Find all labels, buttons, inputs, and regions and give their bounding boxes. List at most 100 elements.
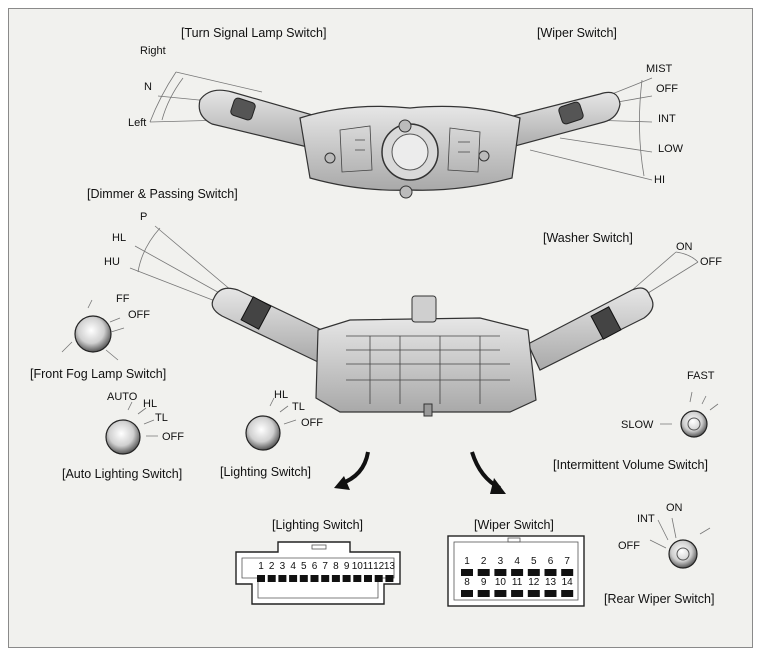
lighting-knob [245, 397, 297, 451]
dimmer-passing-switch-title: [Dimmer & Passing Switch] [87, 187, 238, 201]
rear-wiper-knob [649, 517, 711, 569]
pin-terminal [257, 575, 265, 582]
pin-number: 13 [383, 561, 395, 572]
turn-right-label: Right [140, 45, 166, 57]
pin-number: 11 [511, 577, 523, 588]
auto-lighting-hl-label: HL [143, 398, 158, 410]
auto-lighting-off-label: OFF [162, 431, 184, 443]
lighting-connector-title: [Lighting Switch] [272, 518, 364, 532]
front-fog-off-label: OFF [128, 309, 150, 321]
pin-number: 4 [514, 556, 520, 567]
front-fog-knob [61, 299, 125, 361]
pin-terminal [561, 569, 574, 576]
pin-number: 2 [480, 556, 487, 567]
rear-wiper-off-label: OFF [618, 540, 640, 552]
pin-terminal [299, 575, 308, 582]
pin-number: 14 [561, 577, 573, 588]
intermittent-volume-switch-title: [Intermittent Volume Switch] [553, 458, 708, 472]
pin-number: 8 [464, 577, 470, 588]
pin-terminal [353, 575, 362, 582]
pin-number: 6 [547, 556, 554, 567]
pin-number: 8 [333, 561, 339, 572]
front-fog-lamp-switch-title: [Front Fog Lamp Switch] [30, 367, 167, 381]
dimmer-hl-label: HL [112, 232, 127, 244]
wiper-switch-title: [Wiper Switch] [537, 26, 617, 40]
pin-terminal [544, 590, 557, 597]
pin-terminal [527, 569, 540, 576]
pin-terminal [278, 575, 287, 582]
pin-terminal [289, 575, 298, 582]
top-switch-assembly [149, 71, 653, 199]
pin-terminal [364, 575, 372, 582]
wiper-int-label: INT [658, 113, 676, 125]
rear-wiper-on-label: ON [666, 502, 683, 514]
wiper-connector-pin-blocks [461, 569, 574, 597]
pin-number: 12 [528, 577, 540, 588]
pin-terminal [461, 590, 473, 597]
front-fog-ff-label: FF [116, 293, 130, 305]
pin-number: 4 [290, 561, 296, 572]
intermittent-volume-knob [660, 391, 719, 438]
wiper-off-label: OFF [656, 83, 678, 95]
pin-terminal [461, 569, 473, 576]
turn-signal-switch-title: [Turn Signal Lamp Switch] [181, 26, 327, 40]
pin-number: 10 [351, 561, 363, 572]
middle-switch-assembly [129, 225, 699, 417]
pin-terminal [374, 575, 383, 582]
pin-terminal [321, 575, 330, 582]
pin-number: 10 [494, 577, 506, 588]
pin-number: 3 [497, 556, 504, 567]
auto-lighting-tl-label: TL [155, 412, 168, 424]
turn-neutral-label: N [144, 81, 152, 93]
wiper-guide-lines [529, 77, 653, 181]
curved-arrows [334, 451, 506, 494]
pin-terminal [477, 590, 490, 597]
pin-number: 1 [464, 556, 470, 567]
intermittent-fast-label: FAST [687, 370, 715, 382]
pin-number: 9 [343, 561, 350, 572]
pin-number: 12 [373, 561, 385, 572]
wiper-low-label: LOW [658, 143, 684, 155]
pin-number: 5 [301, 561, 307, 572]
washer-on-label: ON [676, 241, 693, 253]
lighting-off-label: OFF [301, 417, 323, 429]
pin-number: 7 [564, 556, 570, 567]
pin-terminal [494, 569, 507, 576]
wiper-hi-label: HI [654, 174, 665, 186]
lighting-connector-pin-blocks [257, 575, 394, 582]
pin-terminal [385, 575, 394, 582]
pin-number: 7 [322, 561, 328, 572]
lighting-connector [235, 541, 401, 605]
pin-number: 13 [544, 577, 557, 588]
pin-terminal [494, 590, 507, 597]
auto-lighting-switch-title: [Auto Lighting Switch] [62, 467, 183, 481]
washer-guide-lines [629, 251, 699, 299]
pin-terminal [544, 569, 557, 576]
wiper-mist-label: MIST [646, 63, 673, 75]
washer-off-label: OFF [700, 256, 722, 268]
pin-terminal [477, 569, 490, 576]
pin-terminal [561, 590, 574, 597]
lighting-hl-label: HL [274, 389, 289, 401]
auto-lighting-knob [105, 401, 158, 455]
pin-terminal [511, 590, 524, 597]
dimmer-p-label: P [140, 211, 148, 223]
pin-number: 5 [531, 556, 537, 567]
pin-number: 9 [480, 577, 487, 588]
pin-number: 2 [268, 561, 275, 572]
pin-terminal [511, 569, 524, 576]
lighting-switch-title: [Lighting Switch] [220, 465, 312, 479]
dimmer-hu-label: HU [104, 256, 120, 268]
dimmer-guide-lines [129, 225, 239, 307]
rear-wiper-int-label: INT [637, 513, 655, 525]
intermittent-slow-label: SLOW [621, 419, 654, 431]
lighting-tl-label: TL [292, 401, 305, 413]
pin-terminal [342, 575, 351, 582]
pin-number: 11 [362, 561, 374, 572]
pin-number: 1 [258, 561, 264, 572]
pin-terminal [331, 575, 340, 582]
turn-left-label: Left [128, 117, 147, 129]
rear-wiper-switch-title: [Rear Wiper Switch] [604, 592, 715, 606]
